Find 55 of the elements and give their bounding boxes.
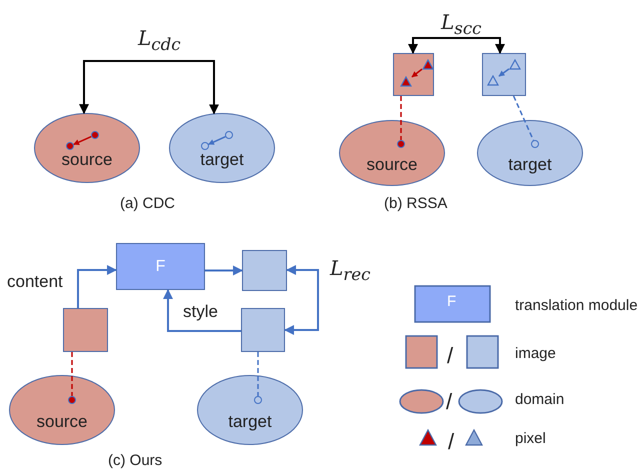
- dashed-link: [257, 352, 259, 396]
- module-label: F: [156, 258, 166, 276]
- legend-text: pixel: [515, 430, 546, 447]
- pixel-dot: [68, 396, 76, 404]
- arrow: [77, 265, 117, 308]
- arrow: [412, 68, 422, 78]
- loss-label: L$_{scc}$: [441, 10, 482, 38]
- arrow: [208, 136, 226, 145]
- arrow: [163, 289, 241, 332]
- pixel-dot: [254, 396, 262, 404]
- panel-caption: (b) RSSA: [384, 195, 448, 212]
- domain-label: target: [228, 412, 272, 432]
- pixel-dot: [396, 140, 404, 148]
- panel-caption: (c) Ours: [108, 452, 162, 469]
- domain-label: source: [366, 155, 418, 176]
- domain-label: source: [36, 412, 88, 432]
- pixel-triangle: [422, 58, 434, 70]
- arrow: [73, 136, 92, 146]
- module-letter: F: [447, 293, 456, 310]
- loss-label: L$_{cdc}$: [138, 26, 181, 54]
- bracket-arrow: [284, 265, 319, 335]
- arrow: [205, 266, 243, 276]
- pixel-triangle: [486, 74, 498, 86]
- dashed-link: [512, 96, 534, 141]
- legend-text: image: [515, 345, 556, 362]
- dashed-link: [71, 352, 73, 396]
- legend-text: translation module: [515, 297, 638, 314]
- bracket-arrow: [408, 37, 505, 54]
- edge-label: content: [7, 272, 63, 292]
- separator-slash: /: [448, 429, 454, 455]
- domain-label: target: [508, 155, 552, 176]
- pixel-dot: [90, 130, 98, 138]
- pixel-dot: [66, 142, 74, 150]
- pixel-dot: [200, 142, 208, 150]
- panel-caption: (a) CDC: [120, 195, 175, 212]
- arrow: [498, 68, 510, 77]
- image-square: [482, 53, 526, 96]
- domain-label: target: [200, 150, 244, 170]
- image-square: [241, 308, 285, 352]
- pixel-triangle: [400, 76, 412, 86]
- bracket-arrow: [79, 60, 219, 114]
- separator-slash: /: [446, 389, 452, 415]
- module-box: [116, 243, 205, 290]
- dashed-link: [400, 96, 402, 140]
- pixel-triangle: [508, 58, 520, 70]
- pixel-dot: [224, 130, 232, 138]
- image-square: [393, 53, 434, 96]
- legend-text: domain: [515, 391, 564, 408]
- image-square: [63, 308, 108, 352]
- loss-label: L$_{rec}$: [330, 256, 370, 284]
- domain-label: source: [61, 150, 113, 170]
- image-square: [242, 250, 287, 291]
- separator-slash: /: [447, 343, 454, 369]
- edge-label: style: [183, 302, 218, 322]
- pixel-dot: [530, 140, 538, 148]
